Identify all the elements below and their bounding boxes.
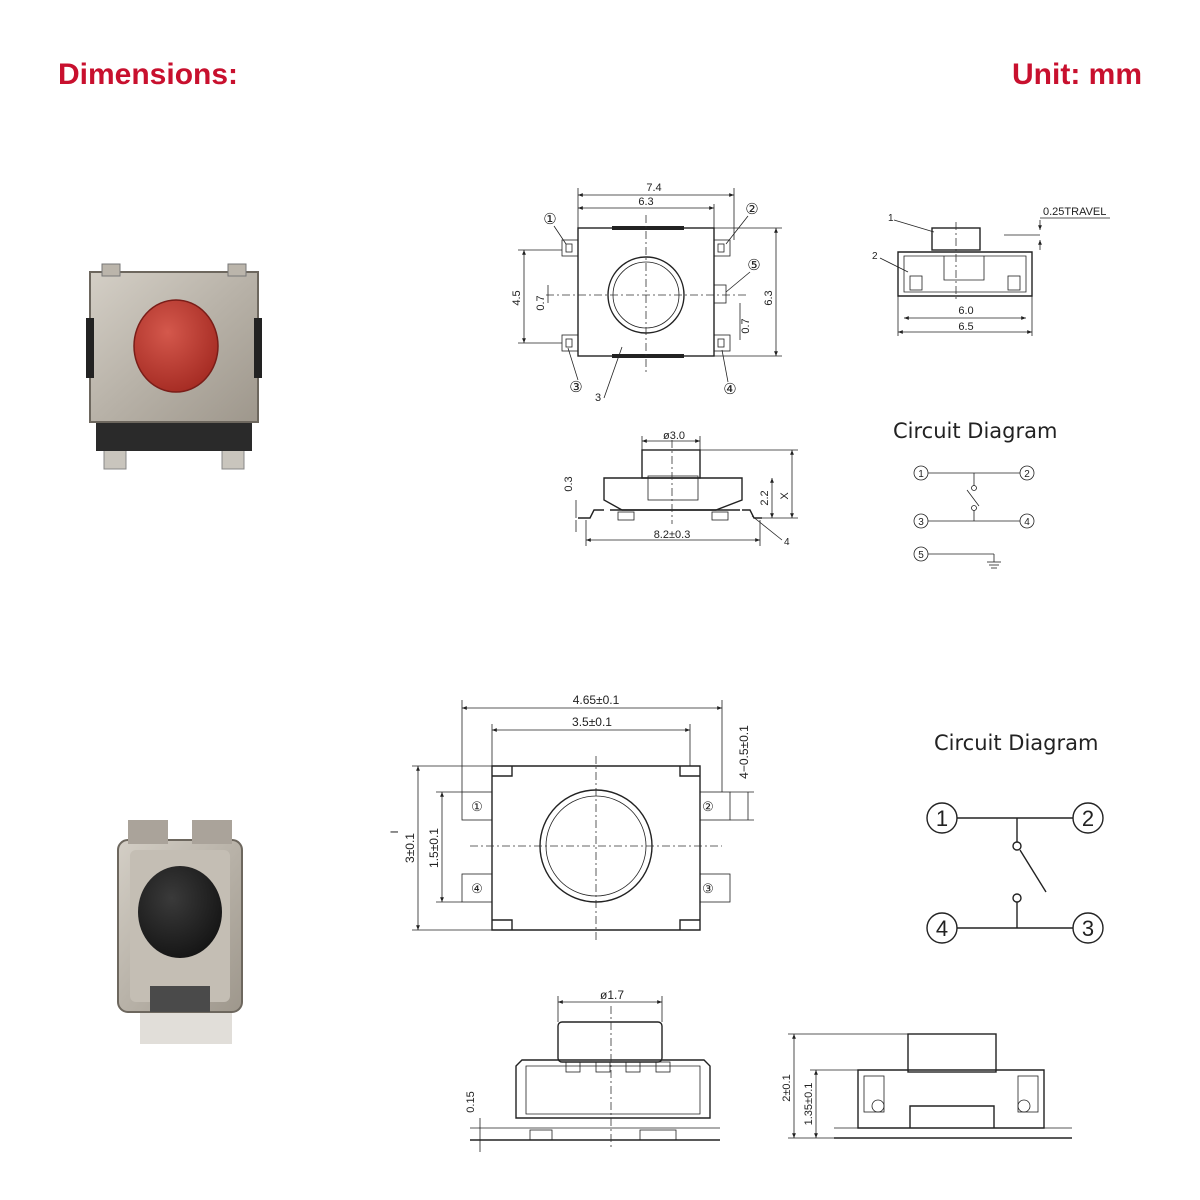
dim-1.35: 1.35±0.1 <box>803 1083 815 1126</box>
circuit2-pin-3: 3 <box>1082 916 1094 941</box>
dim-4-0.5: 4−0.5±0.1 <box>737 725 751 779</box>
circuit1-pin-4: 4 <box>1024 517 1030 528</box>
pin-callout-3: ③ <box>569 379 582 396</box>
switch1-side-view: 0.25TRAVEL 6.0 6.5 1 2 <box>872 206 1110 336</box>
circuit-diagram-1: 1 2 3 4 5 <box>913 465 1035 569</box>
callout-2-label: 2 <box>872 251 878 262</box>
dim-8.2: 8.2±0.3 <box>654 529 691 541</box>
dimensions-heading: Dimensions: <box>58 58 239 91</box>
circuit-diagram-title-2: Circuit Diagram <box>934 731 1099 755</box>
pin2-callout-3: ③ <box>702 881 714 896</box>
dim-1.5: 1.5±0.1 <box>427 828 441 868</box>
switch2-front-view: ø1.7 0.15 <box>465 988 720 1152</box>
dim-x: X <box>779 492 791 500</box>
dim-0.7-left: 0.7 <box>535 295 547 310</box>
unit-label: Unit: mm <box>1012 58 1142 91</box>
dim-3: 3±0.1 <box>403 833 417 863</box>
dim-7.4: 7.4 <box>646 182 661 194</box>
callout-1-label: 1 <box>888 213 894 224</box>
switch-photo-black <box>117 820 243 1044</box>
dim-2.2: 2.2 <box>759 490 771 505</box>
circuit2-pin-1: 1 <box>936 806 948 831</box>
circuit-diagram-2: 1 2 4 3 <box>926 802 1104 944</box>
switch1-top-view: 7.4 6.3 4.5 0.7 0.7 6.3 ① ② ③ ④ ⑤ 3 <box>511 182 782 404</box>
dim-0.15: 0.15 <box>465 1091 477 1112</box>
callout-4-label: 4 <box>784 537 790 548</box>
switch-photo-red <box>86 263 262 470</box>
dim-diameter-3.0: ø3.0 <box>663 430 685 442</box>
pin-callout-2: ② <box>745 201 758 218</box>
circuit2-pin-4: 4 <box>936 916 948 941</box>
pin2-callout-1: ① <box>471 799 483 814</box>
dim-0.7-right: 0.7 <box>740 318 752 333</box>
callout-3-label: 3 <box>595 392 601 404</box>
dim-6.5: 6.5 <box>958 321 973 333</box>
dim-i-mark: I <box>389 830 401 833</box>
circuit1-pin-5: 5 <box>918 550 924 561</box>
dim-0.3: 0.3 <box>563 476 575 491</box>
switch2-side-view: 2±0.1 1.35±0.1 <box>781 1033 1072 1139</box>
dim-diameter-1.7: ø1.7 <box>600 988 624 1002</box>
dim-6.3-width: 6.3 <box>638 196 653 208</box>
dim-3.5: 3.5±0.1 <box>572 715 612 729</box>
dim-4.65: 4.65±0.1 <box>573 693 620 707</box>
pin2-callout-4: ④ <box>471 881 483 896</box>
dim-2: 2±0.1 <box>781 1074 793 1101</box>
circuit1-pin-1: 1 <box>918 469 924 480</box>
pin-callout-5: ⑤ <box>747 257 760 274</box>
pin-callout-1: ① <box>543 211 556 228</box>
switch1-front-view: ø3.0 0.3 2.2 X 8.2±0.3 4 <box>563 430 798 548</box>
dim-6.0: 6.0 <box>958 305 973 317</box>
circuit2-pin-2: 2 <box>1082 806 1094 831</box>
circuit-diagram-title-1: Circuit Diagram <box>893 419 1058 443</box>
dim-6.3-height: 6.3 <box>763 290 775 305</box>
pin2-callout-2: ② <box>702 799 714 814</box>
switch2-top-view: ① ② ③ ④ 4.65±0.1 3.5±0.1 4−0.5±0.1 3±0.1… <box>389 693 754 940</box>
dim-0.25-travel: 0.25TRAVEL <box>1043 206 1106 218</box>
dim-4.5: 4.5 <box>511 290 523 305</box>
pin-callout-4: ④ <box>723 381 736 398</box>
circuit1-pin-2: 2 <box>1024 469 1030 480</box>
circuit1-pin-3: 3 <box>918 517 924 528</box>
